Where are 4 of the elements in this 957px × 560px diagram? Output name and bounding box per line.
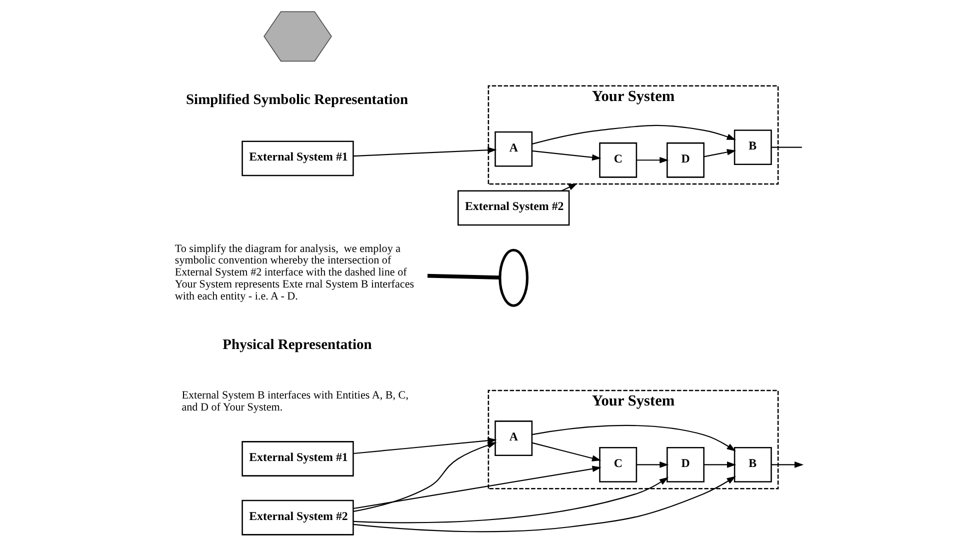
node-text: To simplify the diagram for analysis, we employ a symbolic convention whereby the intersection of External System #2 interface with the dashed line of Your System represents Exte rnal System B interfaces with each entity - i.e. A - D.: [174, 242, 414, 303]
label: Simplified Symbolic Representation: [186, 92, 408, 108]
label: External System B interfaces with Entities A, B, C, and D of Your System.: [182, 390, 408, 414]
label: Physical Representation: [222, 336, 372, 353]
